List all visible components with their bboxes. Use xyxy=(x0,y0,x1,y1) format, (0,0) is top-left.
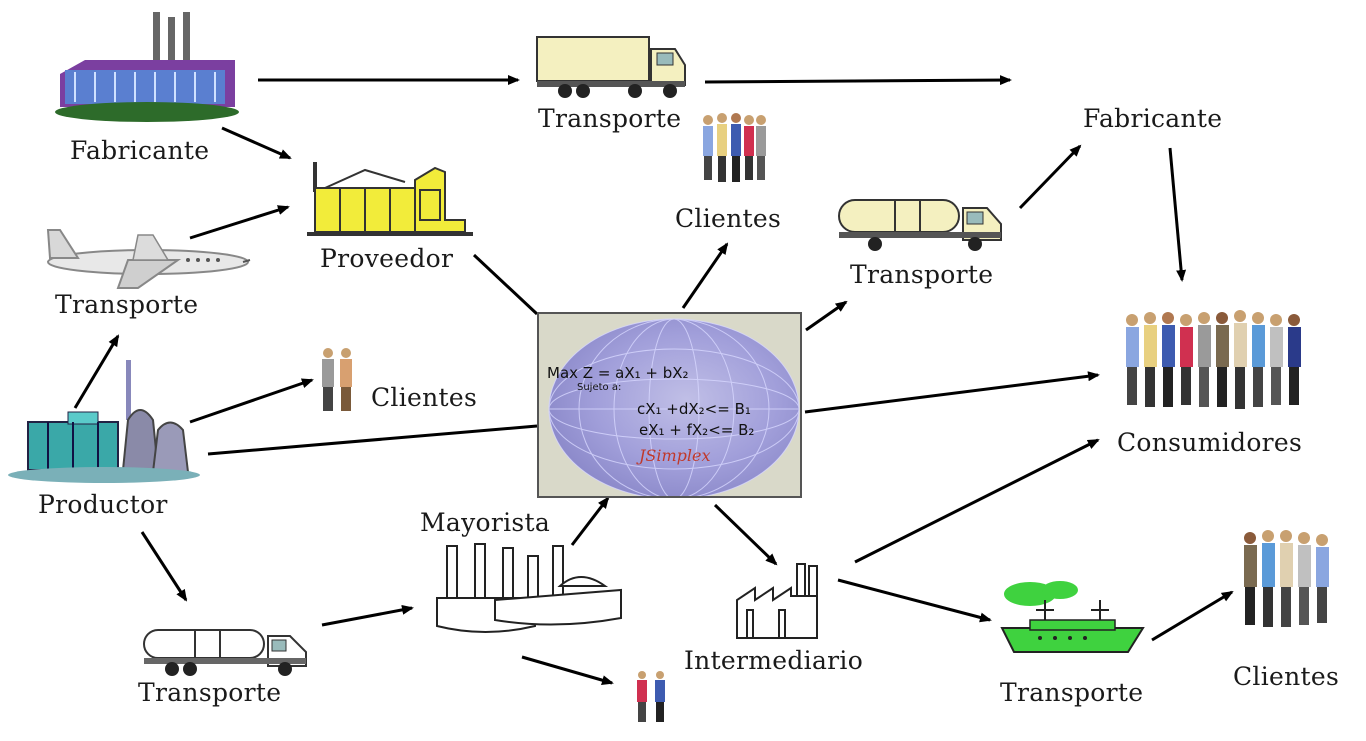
label-fabricante-left: Fabricante xyxy=(70,136,210,165)
crowd-icon xyxy=(1126,310,1301,409)
label-transporte-bottom-left: Transporte xyxy=(138,678,282,707)
refinery-icon xyxy=(307,162,473,236)
label-mayorista: Mayorista xyxy=(420,508,551,537)
truck-icon xyxy=(536,36,686,98)
factory-icon xyxy=(55,12,239,122)
subject-to-label: Sujeto a: xyxy=(577,382,622,393)
couple-icon xyxy=(322,348,352,411)
industrial-building-icon xyxy=(736,563,818,639)
label-transporte-plane: Transporte xyxy=(55,290,199,319)
arrow-transporte-fabricante xyxy=(704,75,1012,86)
arrow-intermediario-ship xyxy=(837,578,992,623)
arrow-model-clientes xyxy=(681,242,729,309)
constraint-2: eX₁ + fX₂<= B₂ xyxy=(639,421,755,439)
objective-function: Max Z = aX₁ + bX₂ xyxy=(547,364,689,382)
people-icon xyxy=(703,113,766,182)
people-group-icon xyxy=(1244,530,1329,627)
tanker-truck-icon xyxy=(838,199,1002,251)
label-transporte-top: Transporte xyxy=(538,104,682,133)
arrow-model-intermediario xyxy=(713,503,778,566)
label-clientes-bottom: Clientes xyxy=(1233,662,1340,691)
arrow-productor-clientes xyxy=(189,378,314,424)
constraint-1: cX₁ +dX₂<= B₁ xyxy=(637,400,751,418)
jsimplex-logo: JSimplex xyxy=(639,446,711,465)
label-clientes-mid: Clientes xyxy=(371,383,478,412)
couple-icon xyxy=(637,671,665,722)
label-fabricante-right: Fabricante xyxy=(1083,104,1223,133)
arrow-productor-transporte xyxy=(140,531,188,602)
tanker-truck-icon xyxy=(143,629,307,676)
label-clientes-top: Clientes xyxy=(675,204,782,233)
arrow-tanker-fabricante xyxy=(1018,144,1082,210)
arrow-ship-clientes xyxy=(1151,590,1234,642)
arrow-fabricante-consumidores xyxy=(1168,147,1187,282)
arrow-model-consumidores xyxy=(804,371,1100,414)
power-plant-icon xyxy=(8,360,200,483)
label-proveedor: Proveedor xyxy=(320,244,454,273)
label-transporte-ship: Transporte xyxy=(1000,678,1144,707)
ship-icon xyxy=(1000,581,1145,653)
optimization-model-panel: Max Z = aX₁ + bX₂ Sujeto a: cX₁ +dX₂<= B… xyxy=(537,312,802,498)
arrow-productor-plane xyxy=(73,334,120,409)
arrow-mayorista-clientes xyxy=(521,655,614,686)
label-intermediario: Intermediario xyxy=(684,646,864,675)
arrow-mayorista-model xyxy=(570,496,610,546)
arrow-fabricante-proveedor xyxy=(221,126,292,160)
connector-productor-model xyxy=(207,424,538,456)
warehouse-icon xyxy=(436,543,622,633)
arrow-plane-proveedor xyxy=(189,205,290,240)
arrow-transporte-mayorista xyxy=(321,604,414,627)
label-transporte-tanker: Transporte xyxy=(850,260,994,289)
label-consumidores: Consumidores xyxy=(1117,428,1303,457)
globe-background xyxy=(548,318,800,496)
arrow-intermediario-consumidores xyxy=(854,438,1100,564)
airplane-icon xyxy=(46,229,251,289)
label-productor: Productor xyxy=(38,490,168,519)
arrow-model-tanker xyxy=(805,300,848,332)
connector-proveedor-model xyxy=(472,253,539,316)
